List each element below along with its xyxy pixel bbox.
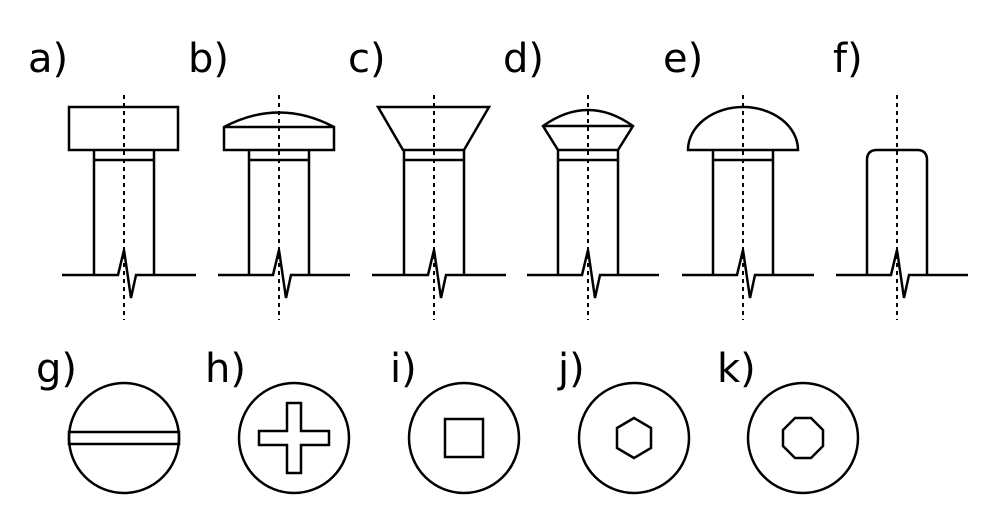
- label-c: c): [348, 36, 386, 82]
- break-line-e: [682, 249, 814, 299]
- head-circle-j: [577, 381, 691, 495]
- head-circle-i: [407, 381, 521, 495]
- drive-g-slotted: g): [36, 346, 181, 495]
- screw-b-raised-head: b): [188, 36, 350, 320]
- slot-g: [67, 430, 181, 446]
- square-recess-i: [443, 417, 485, 459]
- label-b: b): [188, 36, 229, 82]
- head-e: [686, 105, 800, 152]
- head-circle-g: [67, 381, 181, 495]
- screw-f-headless: f): [833, 36, 968, 320]
- label-k: k): [717, 346, 756, 392]
- screw-d-raised-countersunk-head: d): [503, 36, 659, 320]
- drive-i-square: i): [390, 346, 521, 495]
- label-d: d): [503, 36, 544, 82]
- head-d: [541, 108, 635, 152]
- shank-f: [865, 148, 929, 275]
- head-circle-k: [746, 381, 860, 495]
- break-line-f: [836, 249, 968, 299]
- break-line-a: [62, 249, 196, 299]
- drive-h-cross: h): [205, 346, 351, 495]
- break-line-d: [527, 249, 659, 299]
- label-f: f): [833, 36, 863, 82]
- head-circle-h: [237, 381, 351, 495]
- screw-a-cheese-head: a): [28, 36, 196, 320]
- label-e: e): [663, 36, 703, 82]
- label-g: g): [36, 346, 77, 392]
- label-i: i): [390, 346, 417, 392]
- drive-j-hex-socket: j): [557, 346, 691, 495]
- break-line-c: [372, 249, 506, 299]
- drive-k-octagon-socket: k): [717, 346, 860, 495]
- cross-recess-h: [257, 401, 331, 475]
- screw-e-round-head: e): [663, 36, 814, 320]
- screw-c-countersunk-head: c): [348, 36, 506, 320]
- hex-recess-j: [615, 416, 653, 460]
- label-j: j): [557, 346, 585, 392]
- label-a: a): [28, 36, 68, 82]
- label-h: h): [205, 346, 246, 392]
- octagon-recess-k: [781, 416, 825, 460]
- break-line-b: [218, 249, 350, 299]
